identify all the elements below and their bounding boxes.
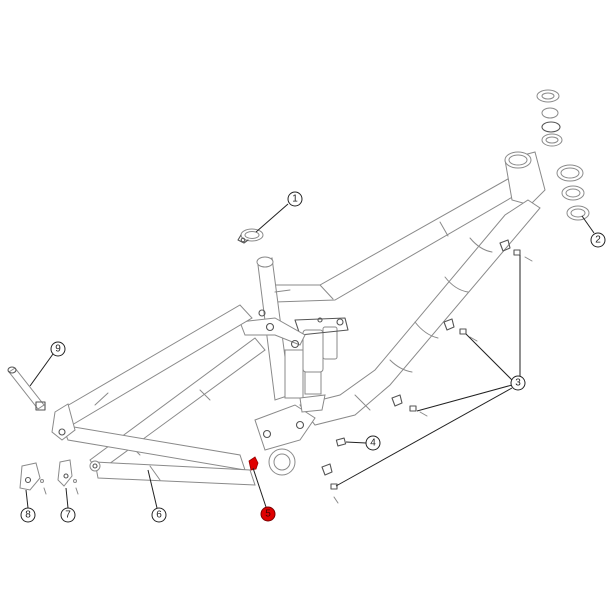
svg-text:7: 7 <box>65 510 71 521</box>
headset-parts <box>536 89 590 221</box>
svg-text:5: 5 <box>265 509 271 520</box>
svg-text:9: 9 <box>55 344 61 355</box>
chainstays <box>51 403 256 486</box>
callout-8[interactable]: 8 <box>20 507 36 523</box>
svg-text:8: 8 <box>25 510 31 521</box>
bottom-bracket-pivot <box>254 394 326 476</box>
seat-clamp-part <box>237 228 264 244</box>
svg-text:1: 1 <box>292 194 298 205</box>
callout-9[interactable]: 9 <box>50 341 66 357</box>
leader-lines <box>25 203 595 509</box>
svg-text:6: 6 <box>156 510 162 521</box>
dropouts <box>19 459 79 495</box>
callout-3[interactable]: 3 <box>510 375 526 391</box>
svg-text:2: 2 <box>595 235 601 246</box>
highlighted-pivot-part[interactable] <box>248 456 259 471</box>
rear-axle-part <box>7 366 46 411</box>
svg-text:4: 4 <box>370 438 376 449</box>
callout-1[interactable]: 1 <box>287 191 303 207</box>
cable-guides <box>321 239 533 504</box>
svg-text:3: 3 <box>515 378 521 389</box>
small-fitting-part <box>335 437 347 447</box>
callout-2[interactable]: 2 <box>590 232 606 248</box>
callout-7[interactable]: 7 <box>60 507 76 523</box>
rear-shock <box>284 317 349 399</box>
rocker-link <box>239 309 306 349</box>
callout-4[interactable]: 4 <box>365 435 381 451</box>
callout-6[interactable]: 6 <box>151 507 167 523</box>
callout-5[interactable]: 5 <box>260 506 276 522</box>
